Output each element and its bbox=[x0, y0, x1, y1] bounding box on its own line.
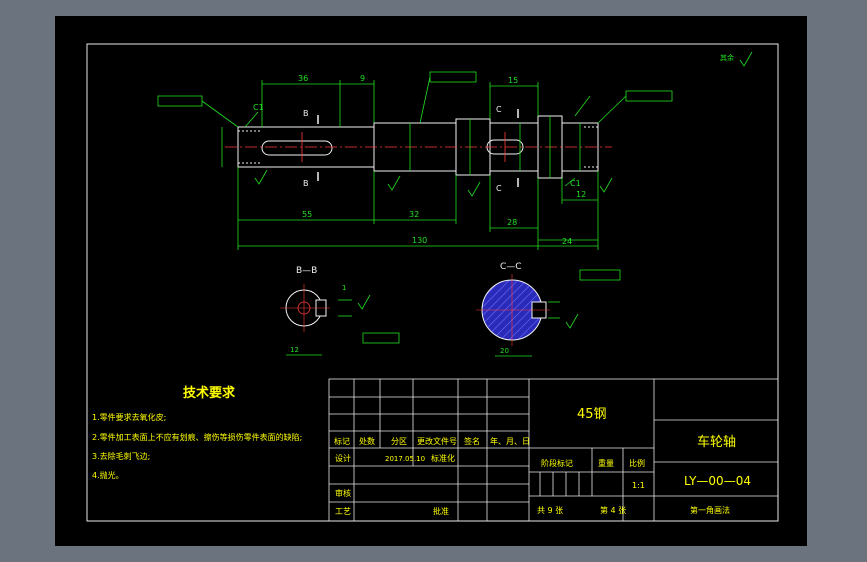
dim-bb-1: 1 bbox=[342, 284, 346, 292]
section-bb-title: B—B bbox=[296, 266, 317, 276]
section-mark-b-top: B bbox=[303, 109, 309, 118]
section-cc-view bbox=[476, 274, 560, 357]
section-mark-b-bottom: B bbox=[303, 179, 309, 188]
tb-col-change-doc: 更改文件号 bbox=[417, 436, 457, 446]
section-cut-markers bbox=[317, 109, 519, 187]
tb-design-label: 设计 bbox=[335, 453, 351, 463]
dim-12: 12 bbox=[576, 190, 586, 199]
dim-9: 9 bbox=[360, 74, 365, 83]
dim-32: 32 bbox=[409, 210, 419, 219]
dim-28: 28 bbox=[507, 218, 517, 227]
dim-55: 55 bbox=[302, 210, 312, 219]
section-mark-c-top: C bbox=[496, 105, 502, 114]
drawing-sheet bbox=[55, 16, 807, 546]
dim-15: 15 bbox=[508, 76, 518, 85]
chamfer-c1-left: C1 bbox=[253, 103, 264, 112]
tb-sheet-no: 第 4 张 bbox=[600, 505, 626, 515]
tb-approve: 批准 bbox=[433, 506, 449, 516]
tech-req-item-3: 3.去除毛刺飞边; bbox=[92, 451, 150, 461]
tb-drawing-no: LY—00—04 bbox=[684, 474, 751, 488]
tb-design-date: 2017.05.10 bbox=[385, 455, 425, 463]
dim-130: 130 bbox=[412, 236, 427, 245]
section-cc-title: C—C bbox=[500, 262, 522, 272]
tb-col-mark: 标记 bbox=[334, 436, 350, 446]
tb-stage-mark: 阶段标记 bbox=[541, 458, 573, 468]
tb-material: 45钢 bbox=[577, 407, 607, 422]
tb-col-count: 处数 bbox=[359, 436, 375, 446]
section-mark-c-bottom: C bbox=[496, 184, 502, 193]
tb-scale-label: 比例 bbox=[629, 458, 645, 468]
tb-sheets-total: 共 9 张 bbox=[537, 506, 563, 515]
section-bb-view bbox=[280, 284, 352, 356]
tb-standardize: 标准化 bbox=[431, 453, 455, 463]
tech-req-item-1: 1.零件要求去氧化皮; bbox=[92, 412, 166, 422]
roughness-symbols bbox=[254, 51, 753, 329]
tb-col-sign: 签名 bbox=[464, 436, 480, 446]
tb-process: 工艺 bbox=[335, 507, 351, 516]
tb-review: 审核 bbox=[335, 488, 351, 498]
keyway-left bbox=[261, 140, 333, 156]
title-block-grid bbox=[328, 378, 779, 522]
dim-cc-20: 20 bbox=[500, 347, 509, 355]
tb-col-zone: 分区 bbox=[391, 437, 407, 446]
tb-scale-value: 1:1 bbox=[632, 481, 645, 490]
dimension-lines bbox=[221, 80, 599, 250]
tb-col-date: 年、月、日 bbox=[490, 436, 530, 446]
tolerance-frames bbox=[157, 71, 673, 344]
tech-requirements-title: 技术要求 bbox=[183, 385, 236, 401]
tb-projection: 第一角画法 bbox=[690, 505, 730, 515]
tb-part-name: 车轮轴 bbox=[697, 434, 736, 450]
tb-weight: 重量 bbox=[598, 458, 614, 468]
dim-bb-12: 12 bbox=[290, 346, 299, 354]
roughness-note: 其余 bbox=[720, 53, 734, 62]
dim-24: 24 bbox=[562, 237, 572, 246]
chamfer-c1-right: C1 bbox=[570, 179, 581, 188]
tech-req-item-2: 2.零件加工表面上不应有划痕、擦伤等损伤零件表面的缺陷; bbox=[92, 432, 302, 442]
keyway-right bbox=[486, 139, 524, 155]
dim-36: 36 bbox=[298, 74, 308, 83]
tech-req-item-4: 4.抛光。 bbox=[92, 470, 124, 480]
